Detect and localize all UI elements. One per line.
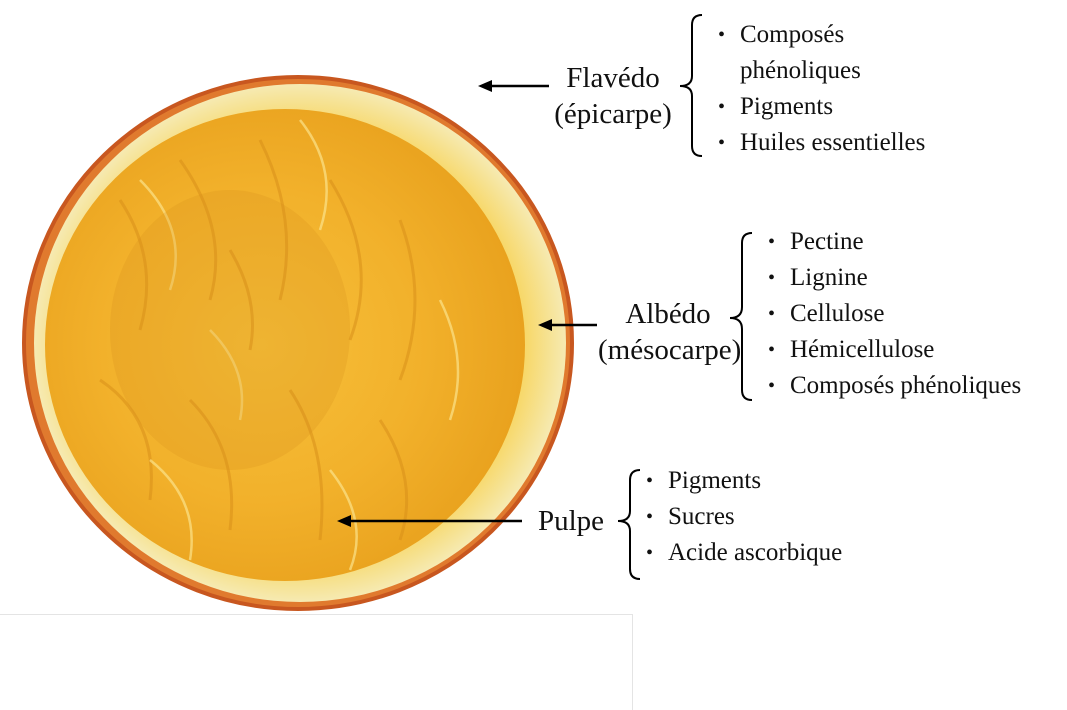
brace-pulpe	[618, 470, 640, 579]
list-pulpe: Pigments Sucres Acide ascorbique	[640, 463, 842, 571]
list-item: Sucres	[640, 499, 842, 535]
list-item: Composés phénoliques	[762, 368, 1021, 404]
arrowhead-flavedo	[478, 80, 492, 92]
list-item: Lignine	[762, 260, 1021, 296]
list-albedo: Pectine Lignine Cellulose Hémicellulose …	[762, 224, 1021, 404]
label-albedo-line2: (mésocarpe)	[598, 332, 738, 368]
list-item: Pigments	[640, 463, 842, 499]
label-albedo: Albédo (mésocarpe)	[598, 296, 738, 368]
list-item: Huiles essentielles	[712, 125, 925, 161]
label-flavedo: Flavédo (épicarpe)	[548, 60, 678, 132]
label-flavedo-line1: Flavédo	[548, 60, 678, 96]
label-flavedo-line2: (épicarpe)	[548, 96, 678, 132]
pulp-shadow	[110, 190, 350, 470]
label-pulpe: Pulpe	[526, 503, 616, 539]
list-item: Cellulose	[762, 296, 1021, 332]
list-item: Hémicellulose	[762, 332, 1021, 368]
list-item: Composés phénoliques	[712, 17, 900, 89]
list-item: Pectine	[762, 224, 1021, 260]
list-item: Pigments	[712, 89, 925, 125]
blank-panel	[0, 614, 633, 710]
list-item: Acide ascorbique	[640, 535, 842, 571]
brace-flavedo	[680, 15, 702, 156]
list-flavedo: Composés phénoliques Pigments Huiles ess…	[712, 17, 925, 161]
label-pulpe-line1: Pulpe	[526, 503, 616, 539]
label-albedo-line1: Albédo	[598, 296, 738, 332]
